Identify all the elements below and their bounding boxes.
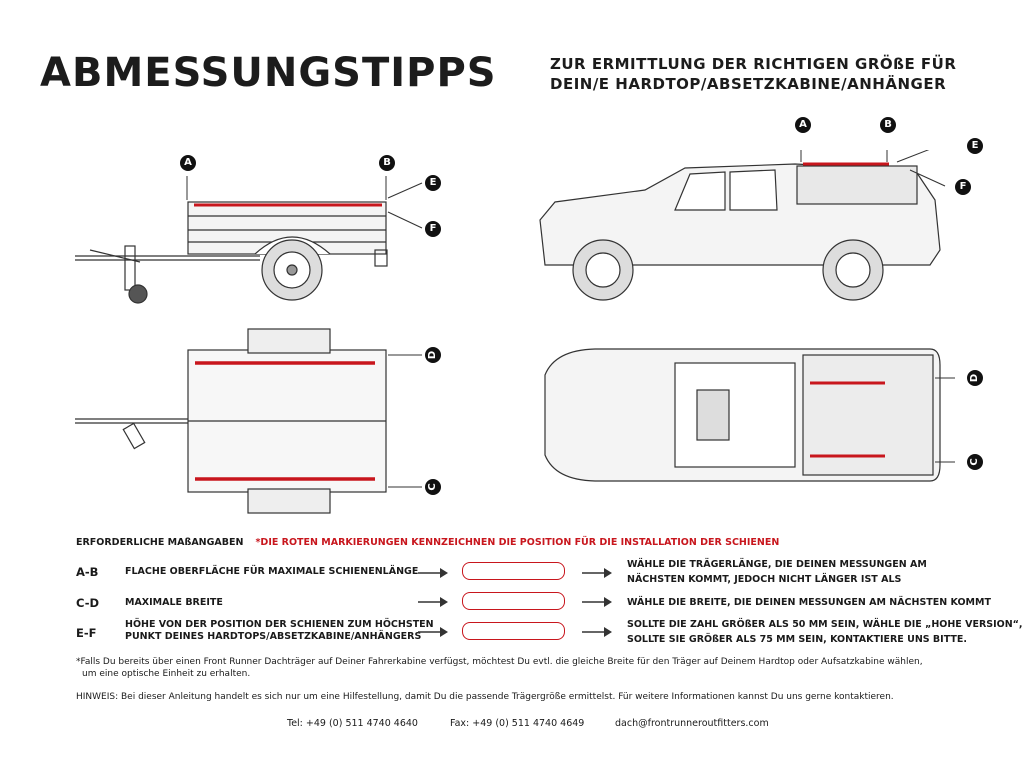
row-result-ab-line2: NÄCHSTEN KOMMT, JEDOCH NICHT LÄNGER IST … [627,574,902,585]
input-box-ab[interactable] [462,562,565,580]
row-result-ef-line1: SOLLTE DIE ZAHL GRÖßER ALS 50 MM SEIN, W… [627,619,1023,630]
required-heading: ERFORDERLICHE MAßANGABEN *DIE ROTEN MARKI… [76,537,779,548]
arrow-right-icon [418,597,448,607]
footnote-line2: um eine optische Einheit zu erhalten. [82,669,251,679]
label-b-truck: B [880,117,896,133]
hinweis-note: HINWEIS: Bei dieser Anleitung handelt es… [76,692,894,702]
label-e-trailer: E [425,175,441,191]
row-result-cd-line1: WÄHLE DIE BREITE, DIE DEINEN MESSUNGEN A… [627,597,991,608]
label-c-trailer: C [425,479,441,495]
label-a-truck: A [795,117,811,133]
arrow-right-icon [418,627,448,637]
input-box-cd[interactable] [462,592,565,610]
label-d-trailer: D [425,347,441,363]
row-result-ef-line2: SOLLTE SIE GRÖßER ALS 75 MM SEIN, KONTAK… [627,634,967,645]
label-d-truck: D [967,370,983,386]
row-desc-ef-line2: PUNKT DEINES HARDTOPS/ABSETZKABINE/ANHÄN… [125,631,422,642]
footnote: *Falls Du bereits über einen Front Runne… [76,656,923,680]
subtitle-line-1: ZUR ERMITTLUNG DER RICHTIGEN GRÖßE FÜR [550,55,957,73]
trailer-top-view [75,328,422,514]
red-marking-note: *DIE ROTEN MARKIERUNGEN KENNZEICHNEN DIE… [255,537,780,548]
arrow-right-icon [582,568,612,578]
arrow-right-icon [582,627,612,637]
page-title: ABMESSUNGSTIPPS [40,50,497,96]
contact-fax: Fax: +49 (0) 511 4740 4649 [450,718,585,729]
row-result-ab: WÄHLE DIE TRÄGERLÄNGE, DIE DEINEN MESSUN… [627,557,927,587]
trailer-side-view [75,176,423,304]
input-box-ef[interactable] [462,622,565,640]
row-result-cd: WÄHLE DIE BREITE, DIE DEINEN MESSUNGEN A… [627,595,991,610]
page-subtitle: ZUR ERMITTLUNG DER RICHTIGEN GRÖßE FÜR D… [550,54,956,94]
contact-email[interactable]: dach@frontrunneroutfitters.com [615,718,769,729]
truck-top-view [544,348,955,482]
row-key-ab: A-B [76,565,99,579]
label-b-trailer: B [379,155,395,171]
label-f-trailer: F [425,221,441,237]
row-key-ef: E-F [76,626,97,640]
label-c-truck: C [967,454,983,470]
label-f-truck: F [955,179,971,195]
row-key-cd: C-D [76,596,100,610]
row-desc-cd-line1: MAXIMALE BREITE [125,597,223,608]
required-heading-text: ERFORDERLICHE MAßANGABEN [76,537,244,548]
row-desc-ef-line1: HÖHE VON DER POSITION DER SCHIENEN ZUM H… [125,619,434,630]
row-result-ef: SOLLTE DIE ZAHL GRÖßER ALS 50 MM SEIN, W… [627,617,1023,647]
row-desc-cd: MAXIMALE BREITE [125,597,223,609]
contact-tel: Tel: +49 (0) 511 4740 4640 [287,718,418,729]
footnote-line1: *Falls Du bereits über einen Front Runne… [76,657,923,667]
arrow-right-icon [418,568,448,578]
arrow-right-icon [582,597,612,607]
row-result-ab-line1: WÄHLE DIE TRÄGERLÄNGE, DIE DEINEN MESSUN… [627,559,927,570]
truck-side-view [539,150,946,301]
row-desc-ab: FLACHE OBERFLÄCHE FÜR MAXIMALE SCHIENENL… [125,566,418,578]
subtitle-line-2: DEIN/E HARDTOP/ABSETZKABINE/ANHÄNGER [550,75,947,93]
label-a-trailer: A [180,155,196,171]
row-desc-ef: HÖHE VON DER POSITION DER SCHIENEN ZUM H… [125,619,434,643]
label-e-truck: E [967,138,983,154]
row-desc-ab-line1: FLACHE OBERFLÄCHE FÜR MAXIMALE SCHIENENL… [125,566,419,577]
